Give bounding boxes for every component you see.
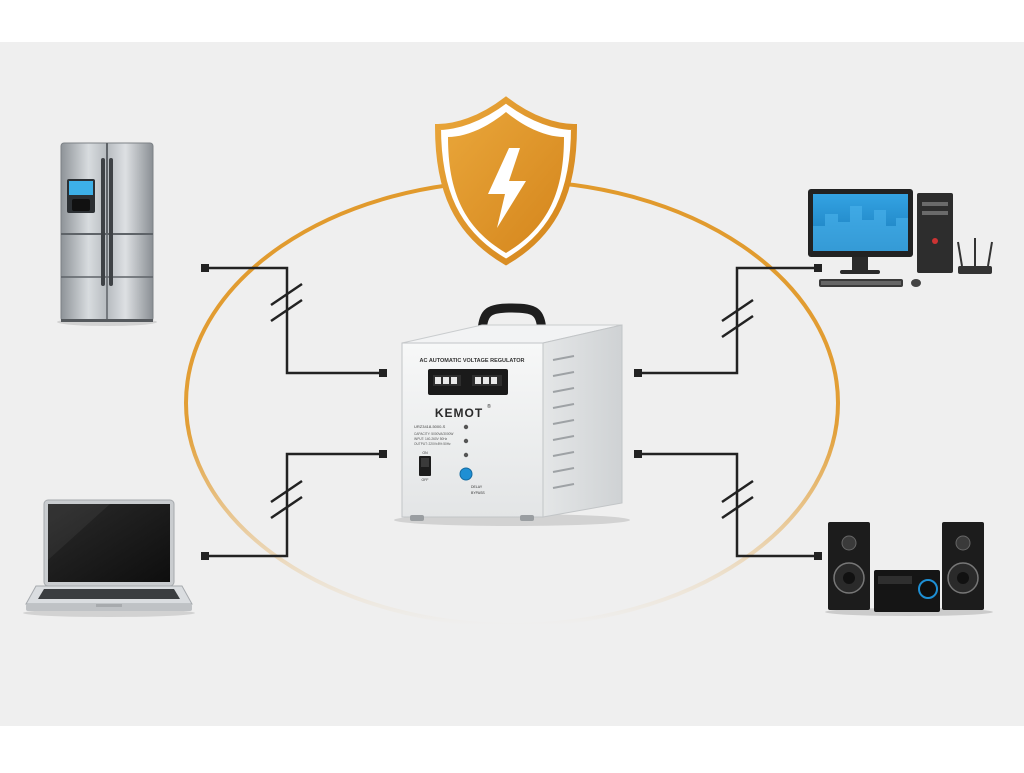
terminal-regulator-left-bottom (379, 450, 387, 458)
wire-desktop-computer (638, 266, 818, 375)
bypass-label: BYPASS (471, 491, 485, 495)
terminal-regulator-left-top (379, 369, 387, 377)
spec-line-3: OUTPUT: 220V±8% 50Hz (414, 442, 451, 446)
indicator-led-2 (463, 438, 469, 444)
side-vents (552, 355, 575, 489)
spec-line-2: INPUT: 140-260V 50Hz (414, 437, 448, 441)
model-number: URZ3418-5000-S (414, 424, 446, 429)
terminal-laptop (201, 552, 209, 560)
delay-label: DELAY (471, 485, 483, 489)
laptop-icon (23, 499, 195, 617)
terminal-refrigerator (201, 264, 209, 272)
lcd-digits (435, 377, 497, 384)
carry-handle (477, 303, 547, 335)
delay-button[interactable] (459, 467, 473, 481)
refrigerator-icon (57, 142, 157, 326)
speaker-icon (825, 522, 993, 616)
terminal-regulator-right-bottom (634, 450, 642, 458)
shield-lightning-icon (434, 96, 578, 266)
wire-refrigerator (205, 266, 383, 375)
panel-title: AC AUTOMATIC VOLTAGE REGULATOR (420, 358, 525, 364)
indicator-led-3 (463, 452, 469, 458)
switch-off-label: OFF (422, 478, 429, 482)
wire-laptop (205, 452, 383, 558)
terminal-regulator-right-top (634, 369, 642, 377)
switch-on-label: ON (422, 451, 428, 455)
brand-registered-mark: ® (487, 403, 491, 410)
indicator-led-1 (463, 424, 469, 430)
terminal-desktop-computer (814, 264, 822, 272)
brand-name: KEMOT (435, 406, 483, 420)
desktop-computer-icon (808, 189, 993, 287)
terminal-stereo-system (814, 552, 822, 560)
voltage-regulator: AC AUTOMATIC VOLTAGE REGULATOR KEMOT ® U… (394, 303, 630, 526)
spec-line-1: CAPACITY: 5000VA/3000W (414, 432, 453, 436)
wire-stereo-system (638, 452, 818, 558)
